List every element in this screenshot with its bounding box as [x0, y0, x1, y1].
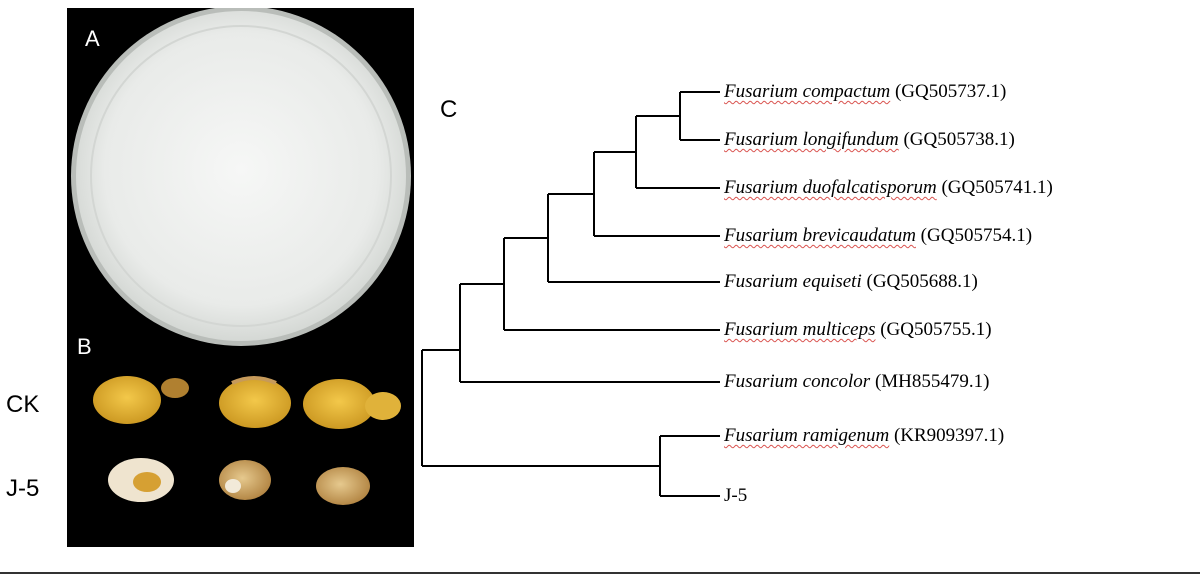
leaf-label: Fusarium ramigenum (KR909397.1): [724, 425, 1004, 447]
ck-tuber-3: [303, 379, 401, 429]
row-label-j5: J-5: [6, 475, 40, 502]
accession-number: (GQ505755.1): [880, 319, 992, 340]
photo-panel: A B: [67, 8, 414, 547]
species-name: Fusarium duofalcatisporum: [724, 177, 937, 198]
accession-number: (GQ505738.1): [903, 129, 1015, 150]
species-name: Fusarium concolor: [724, 371, 871, 392]
tree-branch: [593, 152, 720, 237]
species-name: Fusarium multiceps: [724, 319, 876, 340]
species-name: Fusarium compactum: [724, 81, 891, 102]
leaf-label: Fusarium equiseti (GQ505688.1): [724, 271, 978, 293]
tree-branch: [459, 284, 720, 383]
row-label-ck: CK: [6, 391, 40, 418]
sample-name: J-5: [724, 485, 748, 506]
panel-label-c: C: [440, 96, 458, 123]
leaf-label: Fusarium brevicaudatum (GQ505754.1): [724, 225, 1032, 247]
j5-tuber-1: [108, 458, 174, 502]
panel-label-a: A: [85, 26, 100, 51]
accession-number: (MH855479.1): [874, 371, 990, 392]
ck-tuber-2: [219, 376, 291, 428]
species-name: Fusarium longifundum: [724, 129, 899, 150]
j5-tuber-3: [316, 467, 370, 505]
petri-dish-image: [71, 8, 411, 505]
species-name: Fusarium equiseti: [724, 271, 862, 292]
accession-number: (GQ505688.1): [866, 271, 978, 292]
tree-branch: [547, 194, 720, 283]
accession-number: (GQ505737.1): [894, 81, 1007, 102]
tree-branch: [635, 116, 720, 189]
accession-number: (GQ505741.1): [941, 177, 1053, 198]
ck-tuber-1: [93, 376, 189, 424]
bottom-divider: [0, 572, 1200, 574]
j5-tuber-2: [219, 460, 271, 500]
accession-number: (KR909397.1): [893, 425, 1005, 446]
leaf-label: Fusarium duofalcatisporum (GQ505741.1): [724, 177, 1053, 199]
leaf-label: Fusarium concolor (MH855479.1): [724, 371, 989, 393]
species-name: Fusarium ramigenum: [724, 425, 890, 446]
tree-branch: [659, 435, 720, 497]
leaf-label: Fusarium longifundum (GQ505738.1): [724, 129, 1015, 151]
panel-label-b: B: [77, 334, 92, 359]
tree-branch: [503, 238, 720, 331]
leaf-label: J-5: [724, 485, 747, 507]
leaf-label: Fusarium compactum (GQ505737.1): [724, 81, 1006, 103]
tree-branch: [679, 91, 720, 141]
accession-number: (GQ505754.1): [920, 225, 1033, 246]
leaf-label: Fusarium multiceps (GQ505755.1): [724, 319, 992, 341]
species-name: Fusarium brevicaudatum: [724, 225, 916, 246]
